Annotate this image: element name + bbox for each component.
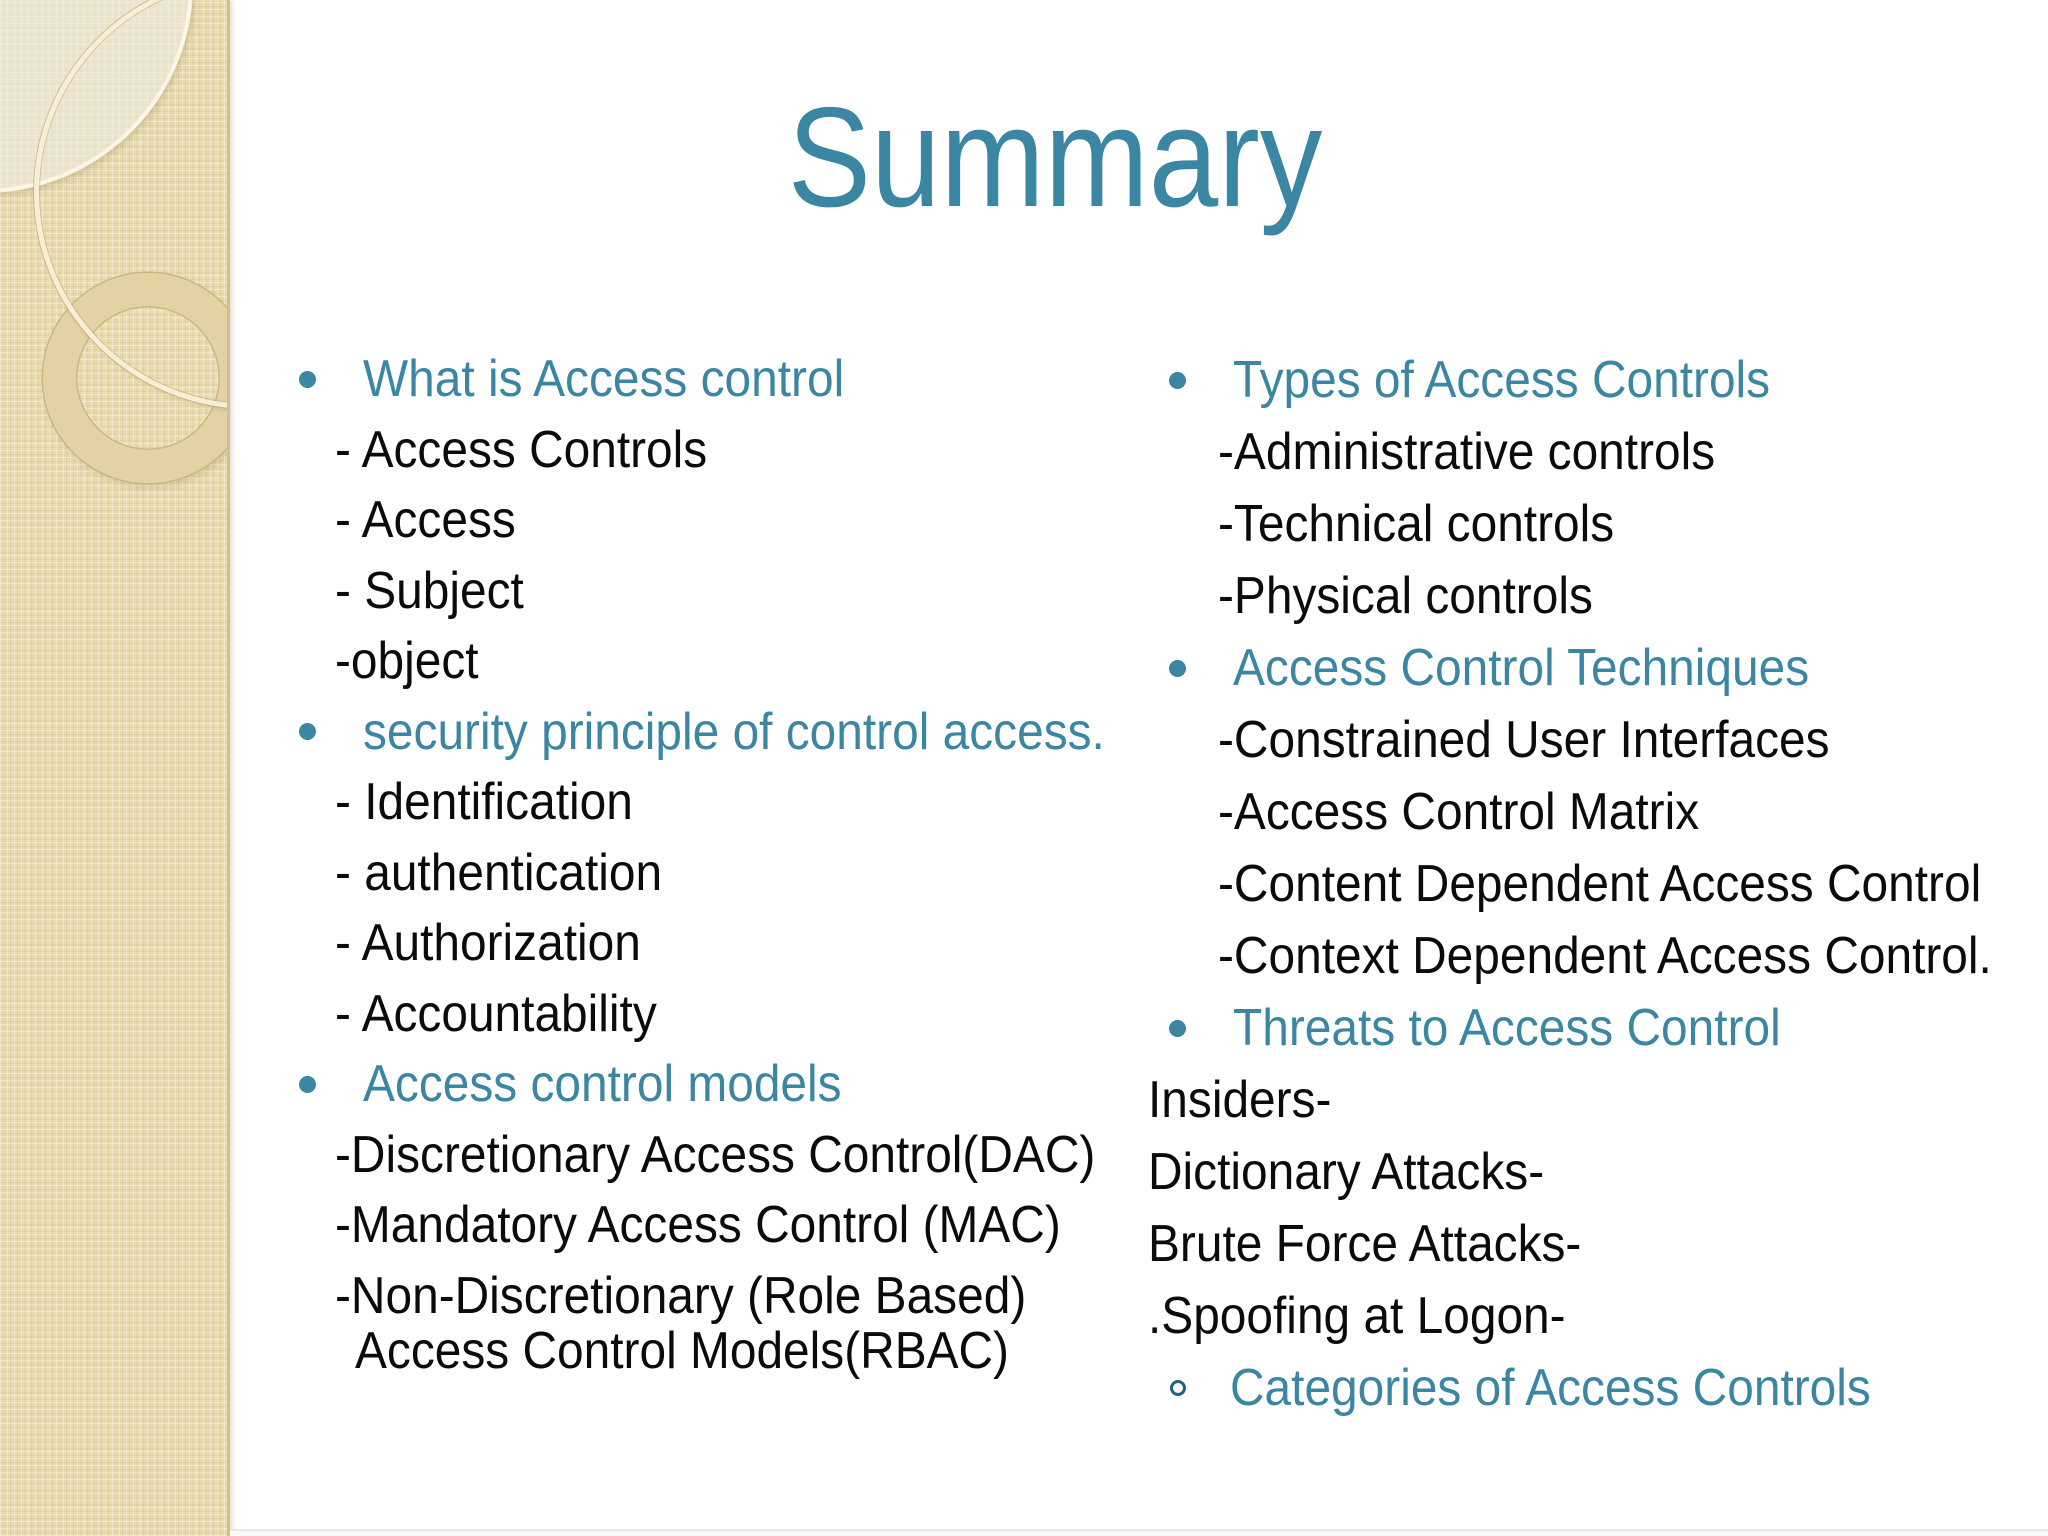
line-text: Threats to Access Control (1233, 999, 1781, 1057)
list-line: -Constrained User Interfaces (1148, 704, 2048, 776)
bullet-dot-icon (1169, 1019, 1186, 1037)
line-text: - Access (335, 491, 516, 550)
list-line: - Identification (299, 767, 1169, 838)
line-text: Access Control Models(RBAC) (355, 1321, 1010, 1380)
line-text: - Access Controls (335, 420, 708, 479)
line-text: -Context Dependent Access Control. (1218, 927, 1992, 985)
list-line: -Access Control Matrix (1148, 776, 2048, 848)
list-line: -object (299, 626, 1169, 697)
line-text: -Discretionary Access Control(DAC) (335, 1125, 1096, 1184)
list-line: - Subject (299, 556, 1169, 627)
bullet-dot-icon (299, 1075, 316, 1093)
line-text: - Accountability (335, 984, 657, 1043)
line-text: -Technical controls (1218, 495, 1615, 553)
list-line: -Administrative controls (1148, 416, 2048, 488)
line-text: -Mandatory Access Control (MAC) (335, 1196, 1061, 1255)
line-text: Access control models (363, 1055, 842, 1114)
line-text: -object (335, 632, 479, 691)
list-line: Dictionary Attacks- (1148, 1136, 2048, 1208)
bullet-item: What is Access control (299, 344, 1169, 415)
bottom-divider (230, 1529, 2048, 1531)
line-text: -Administrative controls (1218, 423, 1716, 481)
list-line: Brute Force Attacks- (1148, 1208, 2048, 1280)
line-text: Types of Access Controls (1233, 351, 1771, 409)
summary-column-right: Types of Access Controls -Administrative … (1148, 344, 2048, 1424)
line-text: Brute Force Attacks- (1148, 1215, 1582, 1273)
line-text: -Access Control Matrix (1218, 783, 1700, 841)
line-text: Dictionary Attacks- (1148, 1143, 1545, 1201)
line-text: - Authorization (335, 914, 641, 973)
bullet-item: Access control models (299, 1049, 1169, 1120)
line-text: - authentication (335, 843, 663, 902)
bullet-dot-icon (299, 723, 316, 741)
list-line: -Technical controls (1148, 488, 2048, 560)
bullet-dot-icon (299, 370, 316, 388)
sub-bullet-item: Categories of Access Controls (1148, 1352, 2048, 1424)
summary-column-left: What is Access control - Access Controls -… (299, 344, 1169, 1380)
list-line: -Content Dependent Access Control (1148, 848, 2048, 920)
list-line: - authentication (299, 838, 1169, 909)
list-line: - Access (299, 485, 1169, 556)
line-text: security principle of control access. (363, 702, 1105, 761)
list-line: Insiders- (1148, 1064, 2048, 1136)
list-line: -Mandatory Access Control (MAC) (299, 1190, 1169, 1261)
bottom-margin-strip (230, 1531, 2048, 1536)
list-line: .Spoofing at Logon- (1148, 1280, 2048, 1352)
line-text: Insiders- (1148, 1071, 1332, 1129)
list-line: -Physical controls (1148, 560, 2048, 632)
list-line: - Accountability (299, 979, 1169, 1050)
bullet-item: Types of Access Controls (1148, 344, 2048, 416)
line-text: -Physical controls (1218, 567, 1593, 625)
list-line: -Discretionary Access Control(DAC) (299, 1120, 1169, 1191)
sidebar-decoration (0, 0, 230, 1536)
open-circle-bullet-icon (1170, 1380, 1186, 1396)
line-text: -Constrained User Interfaces (1218, 711, 1830, 769)
line-text: Categories of Access Controls (1230, 1359, 1871, 1417)
list-line: Access Control Models(RBAC) (299, 1321, 1169, 1380)
line-text: -Content Dependent Access Control (1218, 855, 1982, 913)
bullet-item: Access Control Techniques (1148, 632, 2048, 704)
bullet-dot-icon (1169, 659, 1186, 677)
bullet-item: security principle of control access. (299, 697, 1169, 768)
list-line: - Access Controls (299, 415, 1169, 486)
line-text: - Identification (335, 773, 633, 832)
line-text: What is Access control (363, 350, 845, 409)
line-text: - Subject (335, 561, 524, 620)
list-line: - Authorization (299, 908, 1169, 979)
list-line: -Context Dependent Access Control. (1148, 920, 2048, 992)
line-text: .Spoofing at Logon- (1148, 1287, 1566, 1345)
bullet-dot-icon (1169, 371, 1186, 389)
line-text: -Non-Discretionary (Role Based) (335, 1266, 1027, 1325)
line-text: Access Control Techniques (1233, 639, 1810, 697)
slide-title: Summary (787, 78, 1323, 237)
bullet-item: Threats to Access Control (1148, 992, 2048, 1064)
list-line: -Non-Discretionary (Role Based) (299, 1261, 1169, 1332)
